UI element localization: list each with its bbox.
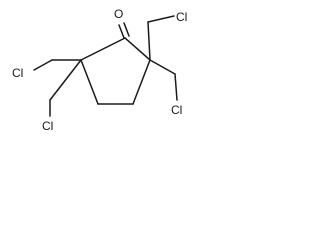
bond-c2-ch2-right bbox=[149, 59, 176, 75]
bond-ch2-cl-right bbox=[174, 73, 178, 101]
chemical-structure-diagram: O Cl Cl Cl Cl bbox=[12, 7, 187, 133]
carbonyl-bond-line-1 bbox=[118, 24, 125, 39]
bond-ch2-cl-left-top bbox=[33, 59, 53, 71]
bond-c2-ch2-top bbox=[147, 21, 151, 61]
ring-bond-c4-c5 bbox=[80, 59, 99, 105]
left-chloromethyl-groups bbox=[33, 59, 82, 117]
carbonyl-double-bond bbox=[118, 22, 130, 39]
ring-bond-c5-c1 bbox=[80, 37, 126, 61]
chlorine-atom-label-top-right: Cl bbox=[176, 10, 187, 24]
cyclopentane-ring bbox=[80, 37, 151, 105]
ring-bond-c2-c3 bbox=[132, 59, 151, 105]
right-chloromethyl-groups bbox=[147, 15, 178, 101]
carbonyl-bond-line-2 bbox=[123, 22, 130, 37]
bond-c5-ch2-bottom bbox=[49, 59, 82, 101]
chlorine-atom-label-left-top: Cl bbox=[12, 66, 23, 80]
chlorine-atom-label-right: Cl bbox=[171, 103, 182, 117]
oxygen-atom-label: O bbox=[114, 7, 123, 21]
ring-bond-c1-c2 bbox=[124, 37, 151, 61]
bond-ch2-cl-top-right bbox=[147, 15, 175, 23]
chlorine-atom-label-left-bottom: Cl bbox=[42, 119, 53, 133]
